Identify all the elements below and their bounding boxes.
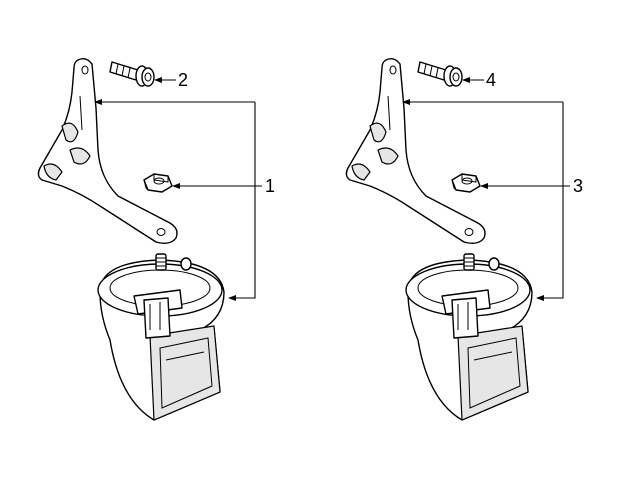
horn-assembly-right xyxy=(345,57,533,421)
horn-assembly-left xyxy=(37,57,225,421)
leader-lines-right xyxy=(402,77,570,301)
callout-4: 4 xyxy=(486,70,497,90)
callout-2: 2 xyxy=(178,70,189,90)
leader-lines-left xyxy=(94,77,262,301)
callout-1: 1 xyxy=(265,176,276,196)
callout-3: 3 xyxy=(573,176,584,196)
